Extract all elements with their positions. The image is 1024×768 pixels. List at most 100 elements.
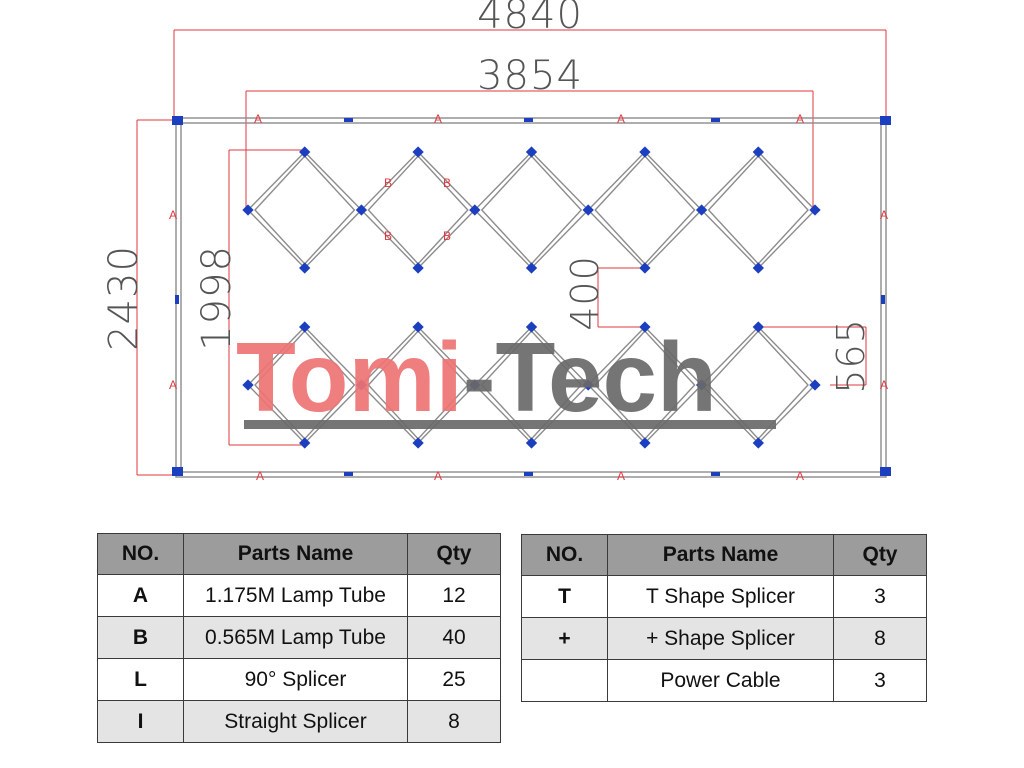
table-row: Power Cable 3 (521, 659, 927, 702)
dimension-lines (136, 29, 887, 476)
splicer-joint (412, 146, 424, 158)
header-parts-name: Parts Name (183, 533, 408, 575)
splicer-joint (695, 379, 708, 391)
watermark-logo: Tomi-Tech (236, 322, 776, 432)
splicer-joint (639, 437, 651, 449)
row-parts-name: Power Cable (607, 659, 834, 702)
tube-labels: A A A A A A A A A A A A B B B B (169, 112, 888, 483)
table-row: I Straight Splicer 8 (97, 700, 501, 743)
splicer-joint (525, 262, 538, 274)
label-a: A (169, 378, 177, 392)
label-a: A (169, 208, 177, 222)
table-row: L 90° Splicer 25 (97, 658, 501, 701)
table-row: + + Shape Splicer 8 (521, 617, 927, 660)
splicer-joint (525, 437, 538, 449)
row-qty: 25 (407, 658, 501, 701)
dimension-inner-width: 3854 (477, 53, 583, 99)
row-no: + (521, 617, 608, 660)
row-parts-name: T Shape Splicer (607, 575, 834, 618)
splicer-joint (525, 321, 538, 333)
row-parts-name: 0.565M Lamp Tube (183, 616, 408, 659)
parts-table-right: NO. Parts Name Qty T T Shape Splicer 3 +… (521, 534, 927, 702)
dimension-total-width: 4840 (477, 0, 583, 38)
row-no (521, 659, 608, 702)
label-a: A (434, 469, 442, 483)
diamond-tube (360, 150, 476, 270)
diamond-tube (594, 155, 696, 265)
splicer-joint (355, 379, 368, 391)
diamond-tube (254, 155, 356, 265)
splicer-joint (752, 437, 764, 449)
row-qty: 8 (407, 700, 501, 743)
splicer-joint (752, 146, 764, 158)
header-qty: Qty (833, 534, 927, 576)
row-parts-name: 1.175M Lamp Tube (183, 574, 408, 617)
diamond-tube (480, 155, 583, 265)
watermark-part-grey: -Tech (463, 322, 717, 432)
row-qty: 8 (833, 617, 927, 660)
label-b: B (384, 229, 392, 243)
splicer-joint (355, 204, 368, 216)
row-parts-name: 90° Splicer (183, 658, 408, 701)
svg-text:Tomi-Tech: Tomi-Tech (236, 322, 717, 432)
row-no: I (97, 700, 184, 743)
row-no: T (521, 575, 608, 618)
diamond-tube (247, 150, 363, 270)
splicer-joint (299, 146, 311, 158)
row-no: L (97, 658, 184, 701)
parts-table-left: NO. Parts Name Qty A 1.175M Lamp Tube 12… (97, 533, 501, 743)
splicer-joint (299, 262, 311, 274)
label-a: A (617, 112, 625, 126)
splicer-joint (412, 437, 424, 449)
dimension-values: 4840 3854 2430 1998 400 565 (101, 0, 873, 394)
splicer-joint (809, 204, 821, 216)
frame-joints (172, 116, 891, 476)
splicer-joint (582, 204, 594, 216)
row-parts-name: + Shape Splicer (607, 617, 834, 660)
row-qty: 3 (833, 575, 927, 618)
splicer-joint (525, 146, 538, 158)
label-a: A (254, 112, 262, 126)
label-b: B (384, 176, 392, 190)
label-a: A (796, 112, 804, 126)
diamond-tube (707, 155, 809, 265)
splicer-joint (695, 204, 708, 216)
splicer-joint (299, 321, 311, 333)
splicer-joint (412, 321, 424, 333)
diamond-tube (700, 150, 816, 270)
label-a: A (880, 208, 888, 222)
label-a: A (880, 378, 888, 392)
row-no: A (97, 574, 184, 617)
splicer-joint (639, 146, 651, 158)
truss-layout-diagram: A A A A A A A A A A A A B B B B 4840 385… (101, 0, 891, 483)
row-parts-name: Straight Splicer (183, 700, 408, 743)
splicer-joint (242, 379, 254, 391)
table-row: A 1.175M Lamp Tube 12 (97, 574, 501, 617)
splicer-joint (242, 204, 254, 216)
diamond-tube (367, 155, 469, 265)
label-b: B (443, 176, 451, 190)
header-parts-name: Parts Name (607, 534, 834, 576)
splicer-joint (469, 204, 481, 216)
row-qty: 12 (407, 574, 501, 617)
diamond-tube (473, 150, 590, 270)
row-no: B (97, 616, 184, 659)
header-no: NO. (521, 534, 608, 576)
table-row: T T Shape Splicer 3 (521, 575, 927, 618)
splicer-joint (469, 379, 481, 391)
splicer-joint (412, 262, 424, 274)
dimension-lower-offset: 565 (829, 318, 873, 394)
splicer-joint (582, 379, 594, 391)
splicer-joint (752, 321, 764, 333)
watermark-part-red: Tomi (236, 322, 463, 432)
label-a: A (256, 469, 264, 483)
header-qty: Qty (407, 533, 501, 575)
dimension-center-gap: 400 (563, 255, 607, 331)
label-a: A (617, 469, 625, 483)
table-header-row: NO. Parts Name Qty (521, 534, 927, 576)
splicer-joint (639, 321, 651, 333)
dimension-inner-height: 1998 (194, 245, 240, 351)
label-b: B (443, 229, 451, 243)
row-qty: 3 (833, 659, 927, 702)
splicer-joint (752, 262, 764, 274)
